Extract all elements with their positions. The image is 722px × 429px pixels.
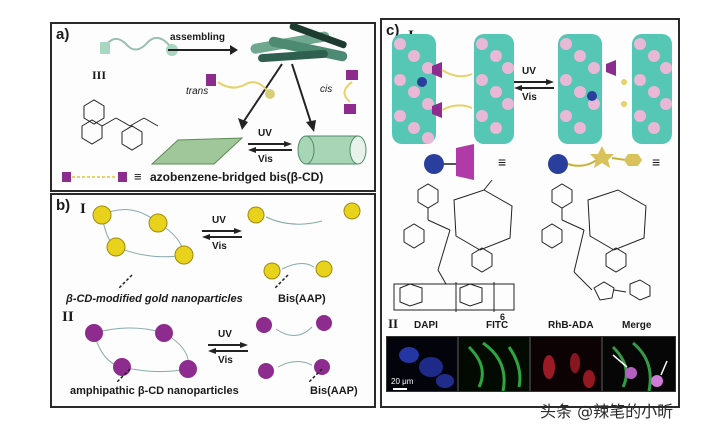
fiber-arrows xyxy=(238,63,316,132)
assembling-label: assembling xyxy=(170,32,226,43)
panel-b-vis-1: Vis xyxy=(212,241,227,252)
panel-b-roman-1: I xyxy=(80,201,86,217)
panel-b-roman-2: II xyxy=(62,309,74,325)
bridge-linker-left xyxy=(432,62,473,118)
nanotube-helix-left-2 xyxy=(474,34,514,144)
panel-b-dashed-arrows-2 xyxy=(115,368,323,384)
gold-nanoparticle-dispersed xyxy=(247,202,361,280)
trans-molecule xyxy=(206,74,275,99)
bis-aap-label-1: Bis(AAP) xyxy=(278,293,326,305)
nanosheet xyxy=(150,137,244,165)
assembling-arrow xyxy=(168,45,238,55)
fiber-bundle xyxy=(250,22,348,63)
panel-a-letter: a) xyxy=(56,26,70,43)
panel-b-equilibrium-arrows-2 xyxy=(208,342,248,354)
panel-a-vis: Vis xyxy=(258,154,273,165)
nanotube-helix-right-1 xyxy=(558,34,602,144)
scale-bar-label: 20 μm xyxy=(391,377,414,386)
azobenzene-legend-label: azobenzene-bridged bis(β-CD) xyxy=(150,170,324,184)
panel-c-equilibrium-arrows xyxy=(514,79,554,91)
paclitaxel-rhb-structure xyxy=(541,183,651,301)
panel-a: a) assembling trans cis UV xyxy=(50,22,376,192)
panel-b-equilibrium-arrows-1 xyxy=(202,228,242,240)
panel-b-vis-2: Vis xyxy=(218,355,233,366)
mic-label-dapi: DAPI xyxy=(414,320,438,331)
gold-nanoparticle-network xyxy=(92,205,194,265)
legend-cd-host xyxy=(424,144,474,180)
bis-aap-structure xyxy=(81,99,159,151)
cd-nanoparticle-network xyxy=(85,324,197,378)
mic-label-merge: Merge xyxy=(622,320,652,331)
bridge-linker-right xyxy=(606,60,627,107)
nanotube-helix-left-1 xyxy=(392,34,436,144)
mic-label-rhb-ada: RhB-ADA xyxy=(548,320,594,331)
cd-nanoparticle-dispersed xyxy=(256,315,332,379)
trans-label: trans xyxy=(186,86,209,97)
panel-b-uv-2: UV xyxy=(218,329,232,340)
amphipathic-label: amphipathic β-CD nanoparticles xyxy=(70,385,239,397)
micrograph-dapi: 20 μm xyxy=(386,336,458,392)
panel-c-roman-2: II xyxy=(388,316,399,331)
panel-a-roman: III xyxy=(92,68,107,82)
bis-aap-label-2: Bis(AAP) xyxy=(310,385,358,397)
azobenzene-legend-icon xyxy=(62,172,127,182)
panel-b: b) I UV Vis β-CD-modified gold nanoparti… xyxy=(50,193,376,408)
mic-label-fitc: FITC xyxy=(486,320,509,331)
nanotube-helix-right-2 xyxy=(632,34,672,144)
panel-c-uv: UV xyxy=(522,66,536,77)
panel-c-equiv-1: ≡ xyxy=(498,154,507,170)
panel-c: c) I UV Vis xyxy=(380,18,680,408)
panel-b-dashed-arrows-1 xyxy=(117,274,289,290)
panel-a-equilibrium-arrows xyxy=(248,141,292,153)
subscript-6: 6 xyxy=(500,312,506,322)
panel-c-equiv-2: ≡ xyxy=(652,154,661,170)
micrograph-fitc xyxy=(458,336,530,392)
panel-c-letter: c) xyxy=(386,22,400,39)
cis-label: cis xyxy=(320,84,333,95)
gold-nanoparticles-label: β-CD-modified gold nanoparticles xyxy=(66,293,243,305)
micrograph-merge xyxy=(602,336,676,392)
panel-c-vis: Vis xyxy=(522,92,537,103)
panel-a-uv: UV xyxy=(258,128,272,139)
panel-b-uv-1: UV xyxy=(212,215,226,226)
nanotube xyxy=(297,135,367,165)
watermark: 头条 @辣笔的小昕 xyxy=(540,402,674,421)
micrograph-rhb-ada xyxy=(530,336,602,392)
paclitaxel-cd-structure xyxy=(393,179,515,312)
panel-b-letter: b) xyxy=(56,197,71,214)
panel-a-equiv: ≡ xyxy=(134,169,142,184)
cis-molecule xyxy=(343,70,358,114)
legend-rhb-ada xyxy=(548,146,642,174)
